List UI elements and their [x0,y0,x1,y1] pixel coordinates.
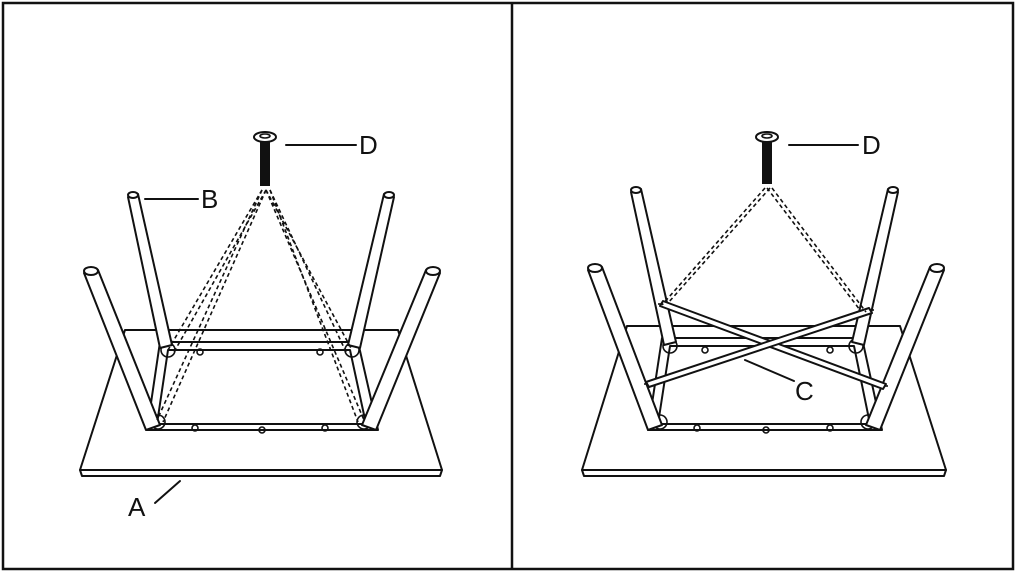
leg [630,186,677,346]
apron-frame [647,337,883,434]
leg [127,191,173,349]
leader-line-table-top [154,480,181,504]
label-bolt: D [359,130,378,160]
bolt-guide-lines [661,187,867,313]
label-table-top: A [128,492,146,522]
panel-step-2: D C [581,130,947,477]
label-bolt: D [862,130,881,160]
leg [851,186,899,346]
label-cross-brace: C [795,376,814,406]
leg [587,263,663,431]
leg [361,266,441,431]
label-leg: B [201,184,218,214]
leg [347,191,395,349]
panel-step-1: D B A [79,130,443,522]
cross-brace [644,300,888,390]
leader-line-cross-brace [744,359,795,382]
apron-frame [146,341,379,434]
table-top [79,329,443,477]
leg [865,263,945,431]
bolt [755,131,779,184]
bolt [253,131,277,186]
table-top [581,325,947,477]
bolt-guide-lines [156,189,365,423]
leg [83,266,161,431]
